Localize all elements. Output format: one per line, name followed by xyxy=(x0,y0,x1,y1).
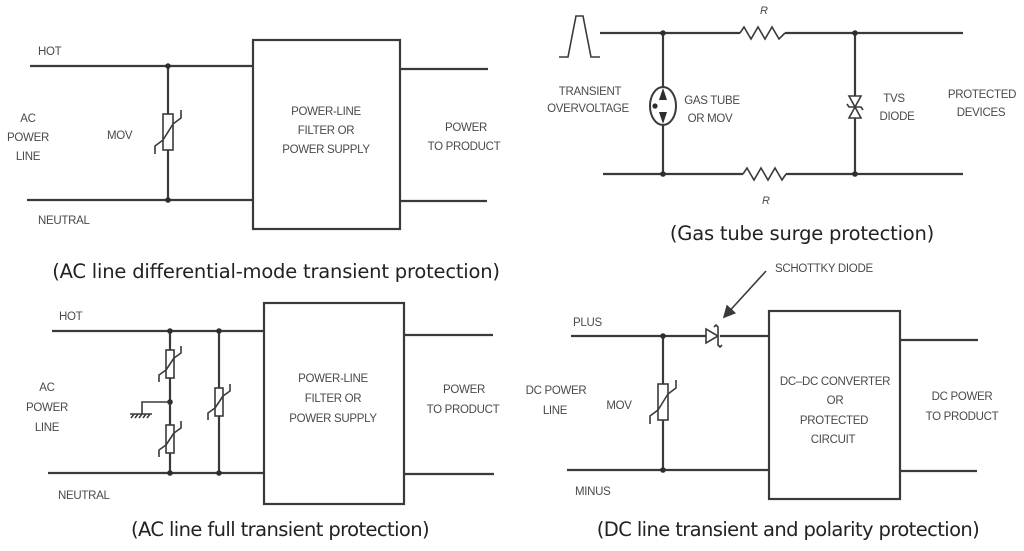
junction-dot xyxy=(216,470,222,476)
ground-icon xyxy=(130,401,170,419)
junction-dot xyxy=(852,171,858,177)
filter-box xyxy=(262,301,406,506)
junction-dot xyxy=(165,197,171,203)
box-label-line2: FILTER OR xyxy=(305,393,362,405)
input-label-line2: OVERVOLTAGE xyxy=(547,103,629,115)
gas-tube-dot xyxy=(652,103,658,109)
junction-dot xyxy=(167,328,173,334)
input-label-line1: AC xyxy=(39,382,54,394)
tvs-diode-icon xyxy=(846,95,864,119)
resistor-top-icon xyxy=(739,25,786,41)
input-label-line1: TRANSIENT xyxy=(559,86,622,98)
schottky-pointer-arrow xyxy=(722,270,767,319)
junction-dot xyxy=(660,30,666,36)
box-label-line1: DC–DC CONVERTER xyxy=(780,376,890,388)
mov-neutral-ground-icon xyxy=(158,420,182,458)
gas-tube-electrode-bottom xyxy=(659,112,667,124)
mov-label: MOV xyxy=(107,130,133,142)
gas-tube-label-line2: OR MOV xyxy=(688,113,733,125)
mov-icon xyxy=(649,379,677,425)
caption: (AC line differential-mode transient pro… xyxy=(52,260,500,283)
caption: (AC line full transient protection) xyxy=(131,518,429,541)
output-label-line1: DC POWER xyxy=(932,391,993,403)
input-label-line2: LINE xyxy=(543,405,568,417)
junction-dot xyxy=(216,328,222,334)
caption: (DC line transient and polarity protecti… xyxy=(597,518,979,541)
mov-icon xyxy=(154,109,182,155)
converter-box xyxy=(767,309,902,501)
output-label-line2: DEVICES xyxy=(957,107,1006,119)
neutral-label: NEUTRAL xyxy=(58,490,110,502)
input-label-line1: AC xyxy=(20,113,35,125)
box-label-line3: PROTECTED xyxy=(800,415,868,427)
box-label-line2: OR xyxy=(827,395,844,407)
input-label-line3: LINE xyxy=(35,422,60,434)
output-label-line1: PROTECTED xyxy=(948,89,1016,101)
input-label-line2: POWER xyxy=(7,132,49,144)
mov-line-line-icon xyxy=(207,383,231,421)
diagram-ac-full: HOT NEUTRAL AC POWER LINE POWER-LINE FIL… xyxy=(26,301,500,541)
box-label-line4: CIRCUIT xyxy=(811,434,856,446)
hot-label: HOT xyxy=(38,46,62,58)
junction-dot xyxy=(167,470,173,476)
output-label-line1: POWER xyxy=(445,122,487,134)
output-label-line2: TO PRODUCT xyxy=(427,404,500,416)
box-label-line1: POWER-LINE xyxy=(291,106,361,118)
hot-label: HOT xyxy=(59,311,83,323)
mov-hot-ground-icon xyxy=(158,345,182,383)
input-label-line2: POWER xyxy=(26,402,68,414)
caption: (Gas tube surge protection) xyxy=(670,222,934,245)
output-label-line2: TO PRODUCT xyxy=(428,141,501,153)
output-label-line2: TO PRODUCT xyxy=(926,411,999,423)
junction-dot xyxy=(165,63,171,69)
plus-label: PLUS xyxy=(573,317,602,329)
tvs-label-line1: TVS xyxy=(883,93,905,105)
input-label-line1: DC POWER xyxy=(526,385,587,397)
resistor-bottom-icon xyxy=(742,166,787,182)
schottky-label: SCHOTTKY DIODE xyxy=(775,263,873,275)
box-label-line3: POWER SUPPLY xyxy=(282,144,370,156)
schottky-diode-icon xyxy=(705,323,723,349)
output-label-line1: POWER xyxy=(443,384,485,396)
gas-tube-icon xyxy=(649,86,677,126)
resistor-top-label: R xyxy=(760,5,768,17)
diagram-ac-differential: HOT NEUTRAL AC POWER LINE MOV POWER-LINE… xyxy=(7,38,501,283)
filter-box xyxy=(251,38,402,231)
junction-dot xyxy=(660,171,666,177)
transient-pulse-icon xyxy=(559,15,600,58)
diagram-dc-polarity: SCHOTTKY DIODE PLUS MINUS DC POWER LINE … xyxy=(526,263,999,541)
minus-label: MINUS xyxy=(575,486,611,498)
junction-dot xyxy=(852,30,858,36)
box-label-line3: POWER SUPPLY xyxy=(289,413,377,425)
gas-tube-label-line1: GAS TUBE xyxy=(684,95,740,107)
neutral-label: NEUTRAL xyxy=(38,215,90,227)
tvs-label-line2: DIODE xyxy=(880,111,916,123)
mov-label: MOV xyxy=(606,400,632,412)
box-label-line1: POWER-LINE xyxy=(298,373,368,385)
resistor-bottom-label: R xyxy=(762,195,770,207)
diagram-gas-tube: R R TRANSIENT OVERVOLTAGE GAS TUBE OR MO… xyxy=(547,5,1016,245)
box-label-line2: FILTER OR xyxy=(298,125,355,137)
input-label-line3: LINE xyxy=(16,151,41,163)
junction-dot xyxy=(660,333,666,339)
junction-dot xyxy=(660,467,666,473)
gas-tube-electrode-top xyxy=(659,88,667,100)
